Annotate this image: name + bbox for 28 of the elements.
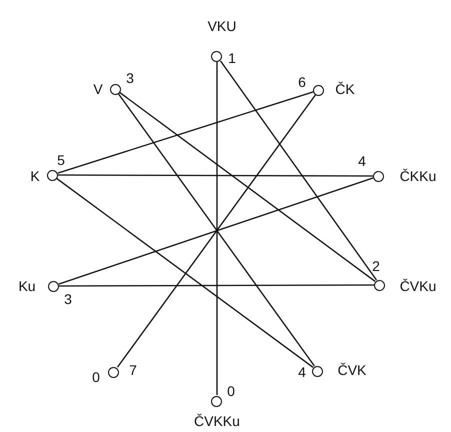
connecting-line xyxy=(59,284,374,287)
node-label: K xyxy=(30,169,40,183)
node-label: V xyxy=(93,82,103,96)
node-label: VKU xyxy=(208,19,236,33)
connecting-line xyxy=(216,62,218,395)
node-label: ČVKKu xyxy=(194,414,240,428)
node-label: 4 xyxy=(358,154,366,168)
node-label: 4 xyxy=(298,365,306,379)
connecting-line xyxy=(56,178,314,368)
node-label: 5 xyxy=(57,153,65,167)
connecting-line xyxy=(58,91,314,174)
node-label: 0 xyxy=(227,384,235,398)
node-label: ČKKu xyxy=(400,169,436,183)
node-label: ČVK xyxy=(338,363,366,377)
node-label: ČK xyxy=(335,82,355,96)
connecting-line xyxy=(220,60,378,280)
node-label: 7 xyxy=(129,363,137,377)
node-label: 3 xyxy=(126,71,134,85)
node-label: ČVKu xyxy=(400,279,436,293)
node-label: 2 xyxy=(372,259,380,273)
node-label: 6 xyxy=(298,75,306,89)
connecting-line xyxy=(58,177,374,285)
node-label: Ku xyxy=(18,279,36,293)
connecting-line xyxy=(119,92,376,282)
node-label: 3 xyxy=(64,292,72,306)
connecting-line xyxy=(58,174,373,177)
node-label: 0 xyxy=(92,370,100,384)
node-label: 1 xyxy=(228,51,236,65)
